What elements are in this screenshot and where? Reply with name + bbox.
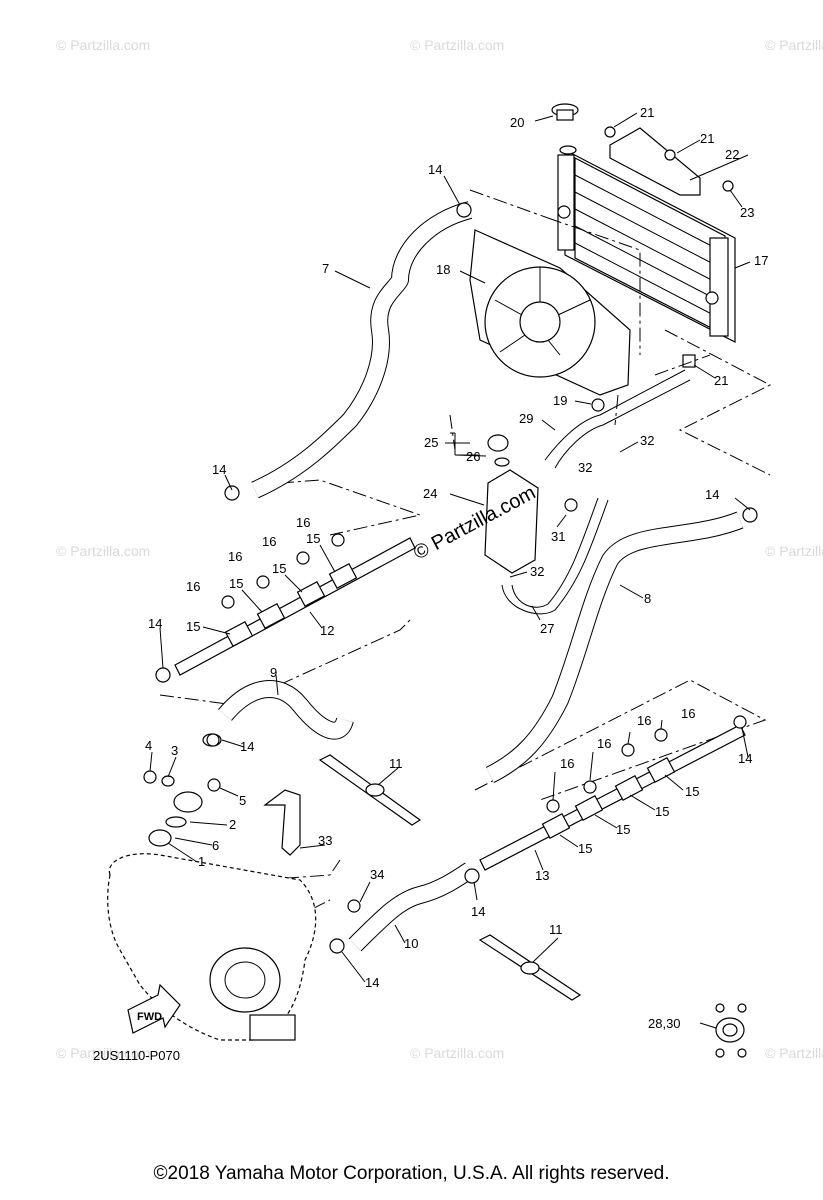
hose-8 <box>485 511 744 784</box>
callout-15: 15 <box>186 619 200 634</box>
cable-ties <box>318 754 582 1001</box>
callout-13: 13 <box>535 868 549 883</box>
watermark: © Partzilla.com <box>56 543 150 559</box>
callout-24: 24 <box>423 486 437 501</box>
watermark: © Partzilla.com <box>765 37 823 53</box>
callout-10: 10 <box>404 936 418 951</box>
callout-14: 14 <box>365 975 379 990</box>
radiator <box>557 149 736 343</box>
hose-29 <box>544 369 691 469</box>
coolant-reservoir <box>484 434 539 574</box>
callout-15: 15 <box>685 784 699 799</box>
callout-32: 32 <box>530 564 544 579</box>
callout-11: 11 <box>549 922 563 937</box>
radiator-bracket <box>604 126 734 196</box>
hose-9 <box>218 680 354 740</box>
callouts: 20 21 21 22 23 17 18 21 19 29 32 25 26 3… <box>145 105 768 1031</box>
pipe-13 <box>479 724 746 871</box>
callout-1: 1 <box>198 854 205 869</box>
hose-27 <box>501 497 609 615</box>
diagram-code: 2US1110-P070 <box>93 1048 180 1063</box>
callout-17: 17 <box>754 253 768 268</box>
callout-15: 15 <box>655 804 669 819</box>
callout-18: 18 <box>436 262 450 277</box>
callout-16: 16 <box>262 534 276 549</box>
callout-23: 23 <box>740 205 754 220</box>
callout-4: 4 <box>145 738 152 753</box>
callout-12: 12 <box>320 623 334 638</box>
callout-31: 31 <box>551 529 565 544</box>
callout-16: 16 <box>296 515 310 530</box>
callout-11: 11 <box>389 756 403 771</box>
callout-16: 16 <box>228 549 242 564</box>
bracket-33 <box>263 789 301 856</box>
callout-21: 21 <box>640 105 654 120</box>
callout-34: 34 <box>370 867 384 882</box>
callout-15: 15 <box>616 822 630 837</box>
hose-10 <box>348 862 475 952</box>
callout-33: 33 <box>318 833 332 848</box>
fwd-label: FWD <box>137 1011 162 1023</box>
callout-5: 5 <box>239 793 246 808</box>
forward-arrow: FWD <box>127 983 181 1034</box>
copyright-notice: ©2018 Yamaha Motor Corporation, U.S.A. A… <box>153 1163 670 1184</box>
callout-9: 9 <box>270 665 277 680</box>
callout-21: 21 <box>700 131 714 146</box>
callout-15: 15 <box>578 841 592 856</box>
callout-3: 3 <box>171 743 178 758</box>
callout-15: 15 <box>306 531 320 546</box>
pipe-12 <box>174 537 416 676</box>
radiator-cap <box>551 103 579 155</box>
callout-14: 14 <box>705 487 719 502</box>
radiator-grommet <box>682 354 696 368</box>
watermark: © Partzilla.com <box>410 37 504 53</box>
callout-14: 14 <box>212 462 226 477</box>
callout-6: 6 <box>212 838 219 853</box>
callout-22: 22 <box>725 147 739 162</box>
hose-7 <box>251 201 473 499</box>
callout-27: 27 <box>540 621 554 636</box>
hose-clamps <box>155 202 758 954</box>
callout-21: 21 <box>714 373 728 388</box>
callout-28-30: 28,30 <box>648 1016 681 1031</box>
watermark: © Partzilla.com <box>410 1045 504 1061</box>
watermarks: © Partzilla.com © Partzilla.com © Partzi… <box>56 37 823 1061</box>
callout-20: 20 <box>510 115 524 130</box>
callout-2: 2 <box>229 817 236 832</box>
guide-lines <box>159 189 772 921</box>
callout-14: 14 <box>240 739 254 754</box>
callout-14: 14 <box>738 751 752 766</box>
callout-32: 32 <box>640 433 654 448</box>
callout-16: 16 <box>560 756 574 771</box>
callout-16: 16 <box>681 706 695 721</box>
callout-15: 15 <box>229 576 243 591</box>
watermark: © Partzilla.com <box>765 543 823 559</box>
watermark: © Partzilla.com <box>56 1045 150 1061</box>
leader-lines <box>149 112 751 1029</box>
callout-8: 8 <box>644 591 651 606</box>
callout-14: 14 <box>471 904 485 919</box>
watermark: © Partzilla.com <box>765 1045 823 1061</box>
callout-16: 16 <box>597 736 611 751</box>
cooling-fan <box>469 229 631 396</box>
clip-28-30 <box>715 1003 747 1058</box>
callout-25: 25 <box>424 435 438 450</box>
callout-15: 15 <box>272 561 286 576</box>
callout-29: 29 <box>519 411 533 426</box>
callout-14: 14 <box>428 162 442 177</box>
callout-32: 32 <box>578 460 592 475</box>
bolts <box>143 398 668 913</box>
watermark: © Partzilla.com <box>56 37 150 53</box>
callout-16: 16 <box>186 579 200 594</box>
callout-16: 16 <box>637 713 651 728</box>
callout-19: 19 <box>553 393 567 408</box>
callout-14: 14 <box>148 616 162 631</box>
callout-7: 7 <box>322 261 329 276</box>
callout-26: 26 <box>466 449 480 464</box>
